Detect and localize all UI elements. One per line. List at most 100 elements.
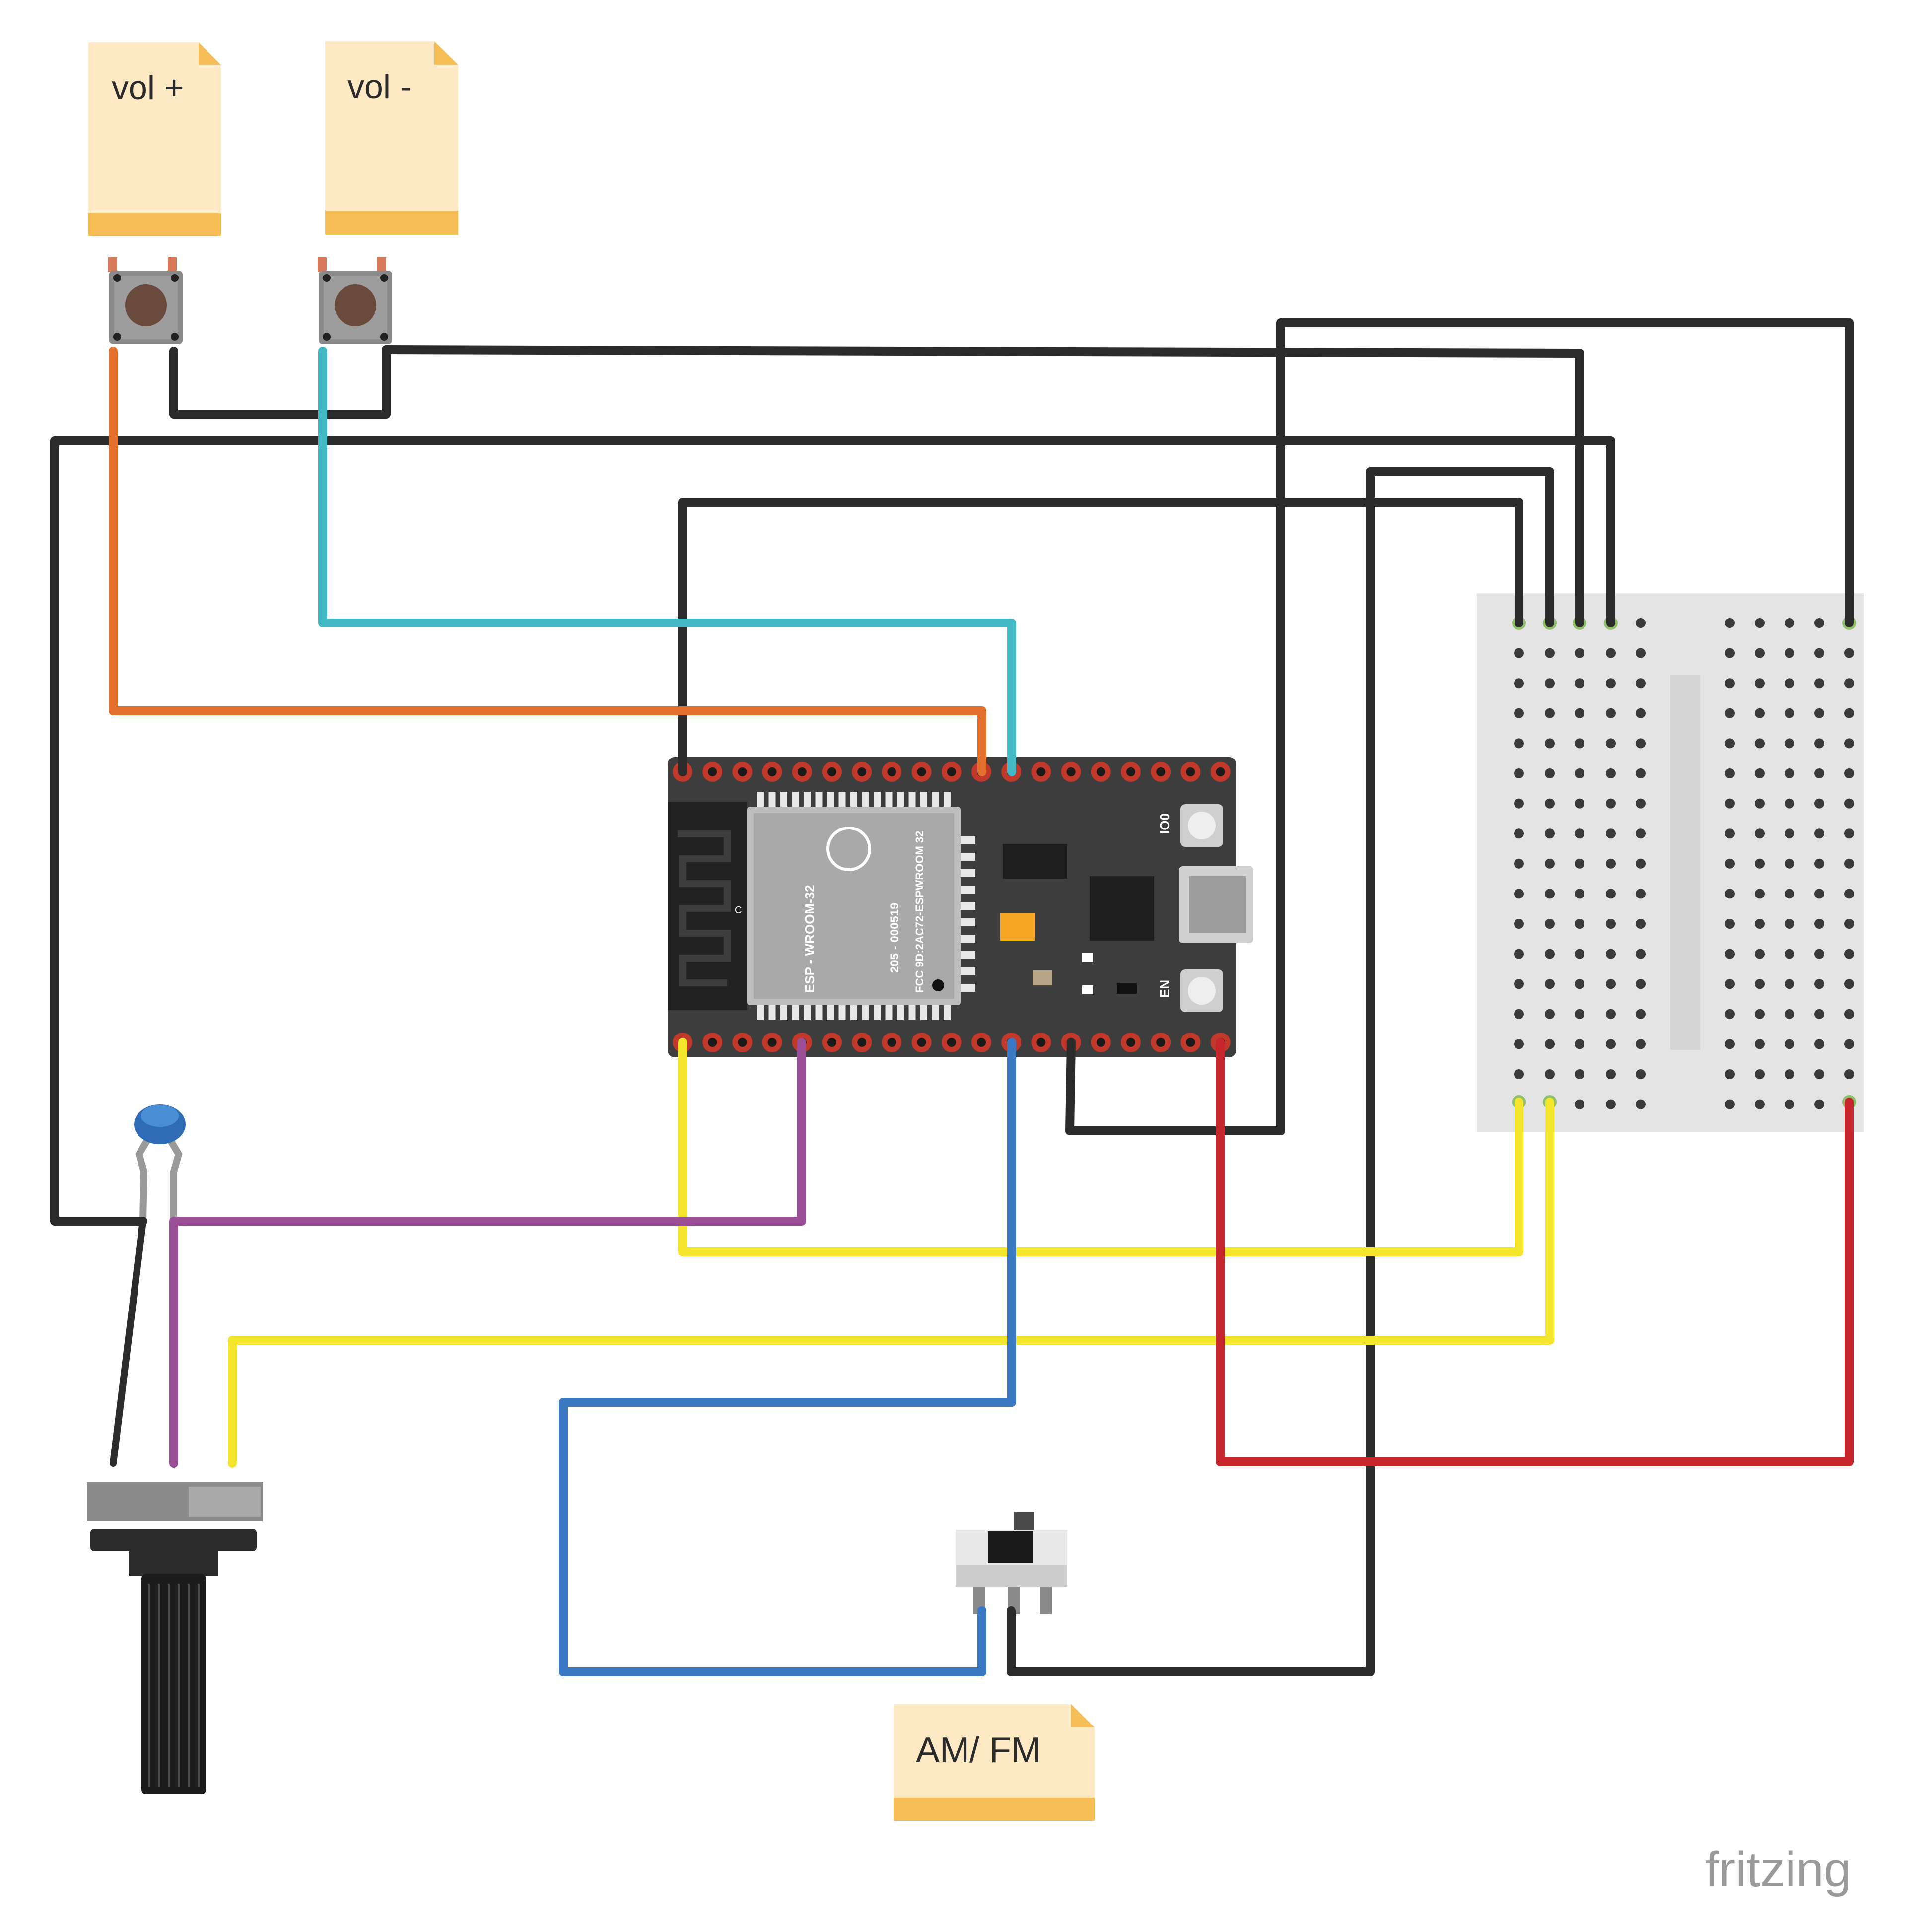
breadboard-hole <box>1814 1069 1824 1079</box>
breadboard-hole <box>1545 1009 1555 1019</box>
breadboard-hole <box>1755 919 1765 929</box>
en-label: EN <box>1157 980 1172 998</box>
wire-black-switch-to-breadboard[interactable] <box>1007 467 1554 1676</box>
note-vol-plus[interactable]: vol + <box>88 42 221 236</box>
breadboard-hole <box>1575 678 1584 689</box>
breadboard-hole <box>1755 979 1765 989</box>
breadboard-hole <box>1636 949 1646 959</box>
breadboard-hole <box>1814 889 1824 899</box>
ceramic-capacitor[interactable] <box>134 1104 186 1222</box>
esp32-devkit[interactable]: C ESP - WROOM-32 205 - 000519 FCC 9D:2AC… <box>668 757 1253 1057</box>
breadboard-hole <box>1606 708 1616 718</box>
breadboard-hole <box>1785 1099 1794 1109</box>
note-vol-minus-text: vol - <box>347 68 411 106</box>
usb-uart-chip <box>1090 876 1154 941</box>
espressif-logo-icon <box>826 827 871 871</box>
breadboard-hole <box>1785 1009 1794 1019</box>
breadboard-hole <box>1844 889 1854 899</box>
breadboard-hole <box>1606 678 1616 689</box>
breadboard-hole <box>1844 1069 1854 1079</box>
breadboard-hole <box>1606 1099 1616 1109</box>
push-button-vol-minus[interactable] <box>318 257 392 344</box>
breadboard-hole <box>1636 889 1646 899</box>
wire-black-esp-to-breadboard[interactable] <box>678 498 1523 776</box>
breadboard-hole <box>1785 858 1794 869</box>
wire-orange-vol-plus[interactable] <box>109 347 986 776</box>
breadboard-center-channel <box>1670 675 1700 1050</box>
breadboard-hole <box>1575 979 1584 989</box>
wires <box>50 318 1854 1676</box>
breadboard-hole <box>1814 618 1824 628</box>
breadboard-hole <box>1755 708 1765 718</box>
breadboard-hole <box>1755 889 1765 899</box>
wire-red-power[interactable] <box>1216 1038 1854 1466</box>
breadboard-hole <box>1814 979 1824 989</box>
breadboard-hole <box>1814 1009 1824 1019</box>
breadboard-hole <box>1636 919 1646 929</box>
breadboard-hole <box>1606 1009 1616 1019</box>
breadboard-hole <box>1755 828 1765 839</box>
breadboard-hole <box>1814 738 1824 749</box>
wire-black-cap-to-pot[interactable] <box>110 1218 146 1467</box>
wire-cyan-vol-minus[interactable] <box>318 347 1016 776</box>
note-vol-minus[interactable]: vol - <box>325 41 458 235</box>
breadboard-hole <box>1785 1039 1794 1049</box>
breadboard-hole <box>1785 949 1794 959</box>
breadboard-hole <box>1575 919 1584 929</box>
slide-switch-am-fm[interactable] <box>956 1512 1067 1614</box>
wire-black-left-gnd-rail[interactable] <box>50 436 1615 1226</box>
breadboard-hole <box>1636 858 1646 869</box>
breadboard-hole <box>1636 738 1646 749</box>
breadboard-hole <box>1725 1009 1735 1019</box>
breadboard-hole <box>1814 919 1824 929</box>
breadboard-hole <box>1514 949 1524 959</box>
breadboard-hole <box>1606 798 1616 809</box>
breadboard-hole <box>1814 708 1824 718</box>
wire-purple-pot-wiper[interactable] <box>169 1038 806 1468</box>
breadboard-hole <box>1725 798 1735 809</box>
breadboard-hole <box>1514 889 1524 899</box>
breadboard-hole <box>1514 768 1524 778</box>
breadboard-hole <box>1514 708 1524 718</box>
breadboard-hole <box>1545 919 1555 929</box>
wire-yellow-pot-to-breadboard[interactable] <box>228 1098 1554 1468</box>
breadboard-hole <box>1725 919 1735 929</box>
breadboard-hole <box>1514 738 1524 749</box>
breadboard-hole <box>1725 738 1735 749</box>
breadboard-hole <box>1785 768 1794 778</box>
breadboard-hole <box>1725 1099 1735 1109</box>
breadboard-hole <box>1514 828 1524 839</box>
note-vol-plus-text: vol + <box>112 69 184 107</box>
wire-black-buttons-bridge[interactable] <box>169 347 391 419</box>
breadboard-hole <box>1755 768 1765 778</box>
breadboard-hole <box>1575 828 1584 839</box>
breadboard-hole <box>1725 1069 1735 1079</box>
breadboard-hole <box>1606 648 1616 658</box>
breadboard-hole <box>1814 949 1824 959</box>
note-am-fm[interactable]: AM/ FM <box>894 1704 1095 1821</box>
breadboard-hole <box>1814 648 1824 658</box>
breadboard-hole <box>1514 1039 1524 1049</box>
breadboard-hole <box>1575 949 1584 959</box>
wire-yellow-esp-to-breadboard[interactable] <box>678 1038 1523 1256</box>
breadboard-hole <box>1785 798 1794 809</box>
breadboard-hole <box>1785 708 1794 718</box>
breadboard-hole <box>1785 618 1794 628</box>
wire-black-button-to-breadboard[interactable] <box>382 345 1584 627</box>
breadboard-hole <box>1785 979 1794 989</box>
wire-black-esp-bottom-to-rail[interactable] <box>1065 318 1854 1135</box>
push-button-vol-plus[interactable] <box>108 257 183 344</box>
potentiometer[interactable] <box>87 1482 263 1794</box>
breadboard-hole <box>1545 1039 1555 1049</box>
breadboard-hole <box>1844 708 1854 718</box>
breadboard-hole <box>1814 858 1824 869</box>
breadboard-hole <box>1814 1099 1824 1109</box>
wire-blue-switch[interactable] <box>559 1038 1016 1676</box>
breadboard-hole <box>1785 648 1794 658</box>
breadboard-hole <box>1575 858 1584 869</box>
breadboard-hole <box>1755 1099 1765 1109</box>
switch-slider[interactable] <box>988 1531 1033 1563</box>
breadboard-hole <box>1545 1069 1555 1079</box>
breadboard-hole <box>1514 979 1524 989</box>
